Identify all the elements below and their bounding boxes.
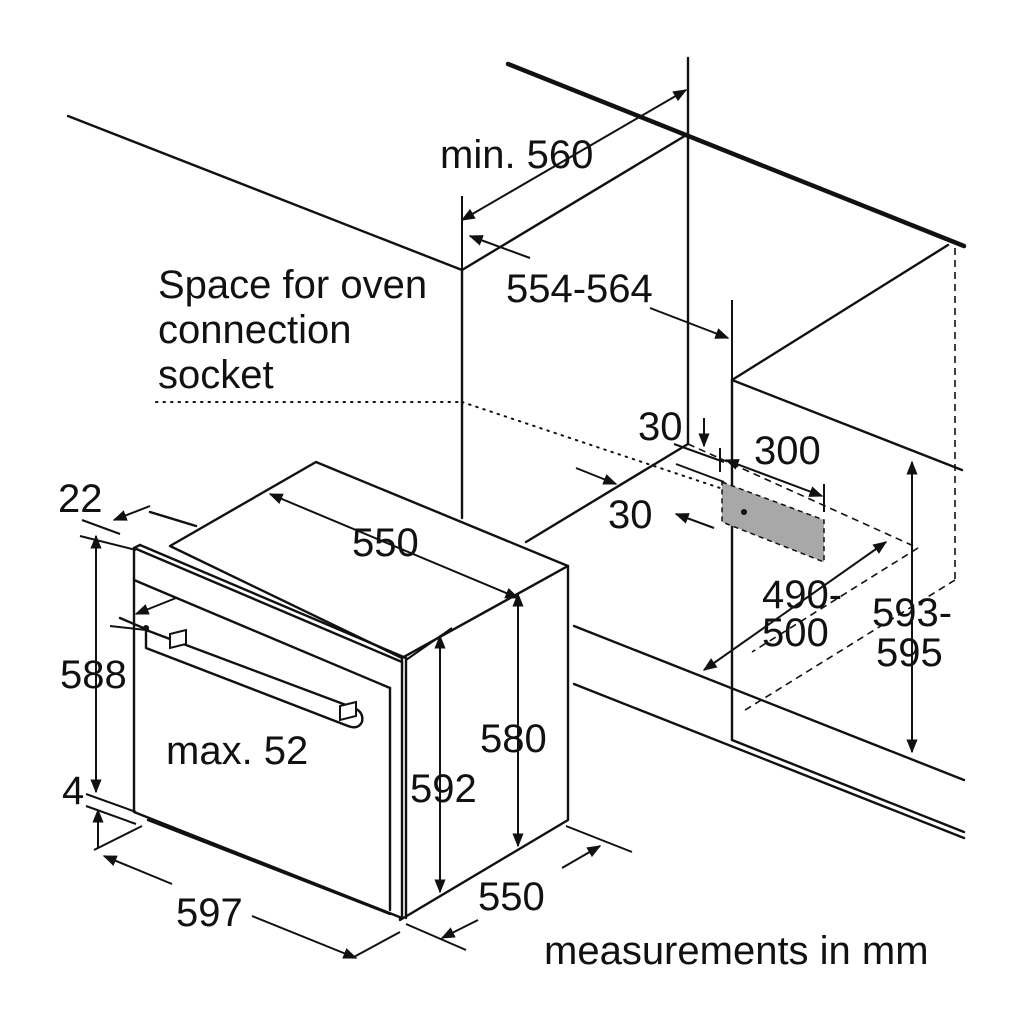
- front-height-side-label: 592: [410, 767, 477, 811]
- dim-30-side: [575, 467, 715, 529]
- socket-zone-width-label: 300: [754, 429, 821, 473]
- niche-height-label-line1: 593-: [872, 591, 952, 635]
- dim-550-bottom: [405, 825, 633, 951]
- niche-width-label: 554-564: [506, 267, 653, 311]
- front-overhang-label: 22: [58, 477, 103, 521]
- dim-min-560: [460, 89, 688, 270]
- dim-490-500: [702, 541, 888, 671]
- min-width-label: min. 560: [440, 133, 593, 177]
- socket-space-label-line3: socket: [158, 353, 274, 397]
- units-note: measurements in mm: [544, 929, 929, 973]
- dim-592: [405, 627, 453, 894]
- front-height-label: 588: [60, 653, 127, 697]
- dim-30-top: [673, 418, 725, 483]
- socket-point: [741, 509, 747, 515]
- body-depth-bottom-label: 550: [478, 875, 545, 919]
- niche-height-label-line2: 595: [876, 631, 943, 675]
- offset-side-label: 30: [608, 493, 653, 537]
- oven-handle: [118, 616, 364, 729]
- socket-space-label-line1: Space for oven: [158, 263, 427, 307]
- socket-space-label-line2: connection: [158, 308, 351, 352]
- dim-max-52: [109, 597, 177, 631]
- socket-zone: [721, 480, 825, 564]
- niche-depth-label-line1: 490-: [762, 573, 842, 617]
- dim-554-564: [468, 235, 733, 380]
- oven-front-panel: [132, 543, 408, 920]
- dim-4: [85, 793, 137, 848]
- niche-depth-label-line2: 500: [762, 611, 829, 655]
- dim-22: [81, 505, 197, 535]
- dim-550-top: [268, 493, 520, 599]
- body-depth-top-label: 550: [352, 521, 419, 565]
- bottom-offset-label: 4: [62, 769, 84, 813]
- dim-597: [93, 825, 401, 959]
- handle-depth-label: max. 52: [166, 729, 308, 773]
- dim-300: [719, 448, 825, 512]
- body-height-label: 580: [480, 717, 547, 761]
- front-width-label: 597: [176, 891, 243, 935]
- offset-top-label: 30: [638, 405, 683, 449]
- dim-588: [79, 534, 137, 794]
